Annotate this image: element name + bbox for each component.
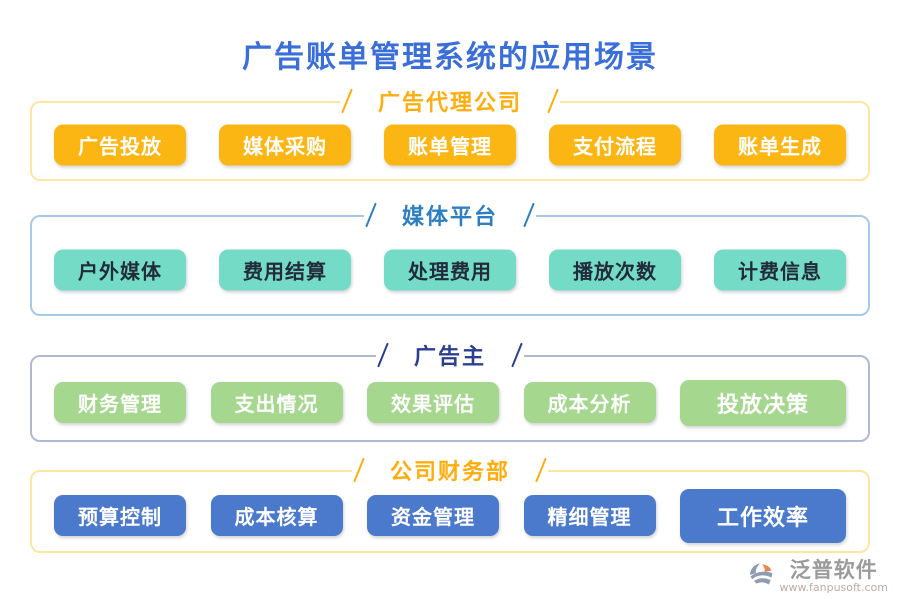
- pill-button[interactable]: 效果评估: [367, 382, 499, 423]
- slash-right-icon: [547, 88, 559, 114]
- pill-button[interactable]: 账单管理: [384, 124, 516, 166]
- pill-button[interactable]: 费用结算: [219, 249, 351, 290]
- pill-button[interactable]: 财务管理: [54, 382, 186, 423]
- pill-button[interactable]: 资金管理: [367, 495, 499, 536]
- button-row: 广告投放媒体采购账单管理支付流程账单生成: [54, 124, 846, 166]
- pill-button[interactable]: 成本核算: [210, 495, 343, 536]
- pill-button[interactable]: 支出情况: [210, 382, 343, 423]
- pill-button[interactable]: 户外媒体: [54, 249, 186, 290]
- section-header: 媒体平台: [363, 199, 537, 231]
- section-header: 公司财务部: [351, 454, 549, 486]
- section-title: 广告主: [413, 344, 487, 370]
- slash-right-icon: [535, 457, 547, 483]
- section-box-2: 媒体平台 户外媒体费用结算处理费用播放次数计费信息: [30, 199, 870, 316]
- section-box-1: 广告代理公司 广告投放媒体采购账单管理支付流程账单生成: [30, 85, 870, 181]
- slash-left-icon: [377, 342, 389, 368]
- watermark-brand: 泛普软件: [789, 556, 878, 582]
- section-title: 媒体平台: [401, 204, 499, 230]
- section-title: 公司财务部: [389, 459, 511, 485]
- button-row: 财务管理支出情况效果评估成本分析投放决策: [54, 379, 846, 426]
- sections: 广告代理公司 广告投放媒体采购账单管理支付流程账单生成 媒体平台 户外媒体费用结…: [30, 85, 870, 553]
- button-row: 户外媒体费用结算处理费用播放次数计费信息: [54, 249, 846, 290]
- pill-button[interactable]: 投放决策: [680, 379, 846, 426]
- slash-right-icon: [511, 342, 523, 368]
- section-box-4: 公司财务部 预算控制成本核算资金管理精细管理工作效率: [30, 454, 870, 553]
- section-title: 广告代理公司: [377, 90, 523, 116]
- pill-button[interactable]: 处理费用: [384, 249, 516, 290]
- slash-left-icon: [365, 202, 377, 228]
- section-box-3: 广告主 财务管理支出情况效果评估成本分析投放决策: [30, 339, 870, 442]
- pill-button[interactable]: 广告投放: [54, 124, 186, 166]
- slash-left-icon: [353, 457, 365, 483]
- watermark-url: www.fanpusoft.com: [779, 580, 888, 594]
- section-header: 广告主: [375, 339, 525, 371]
- watermark: 泛普软件 www.fanpusoft.com: [747, 558, 888, 594]
- slash-right-icon: [523, 202, 535, 228]
- pill-button[interactable]: 工作效率: [680, 488, 846, 543]
- pill-button[interactable]: 媒体采购: [219, 124, 351, 166]
- pill-button[interactable]: 支付流程: [549, 124, 681, 166]
- pill-button[interactable]: 播放次数: [549, 249, 681, 290]
- page-title: 广告账单管理系统的应用场景: [242, 40, 658, 75]
- watermark-text: 泛普软件 www.fanpusoft.com: [780, 558, 888, 594]
- pill-button[interactable]: 预算控制: [54, 495, 186, 536]
- button-row: 预算控制成本核算资金管理精细管理工作效率: [54, 488, 846, 543]
- pill-button[interactable]: 成本分析: [523, 382, 656, 423]
- pill-button[interactable]: 账单生成: [714, 124, 846, 166]
- slash-left-icon: [341, 88, 353, 114]
- pill-button[interactable]: 计费信息: [714, 249, 846, 290]
- section-header: 广告代理公司: [339, 85, 561, 117]
- fanpu-logo-icon: [747, 560, 775, 588]
- pill-button[interactable]: 精细管理: [523, 495, 656, 536]
